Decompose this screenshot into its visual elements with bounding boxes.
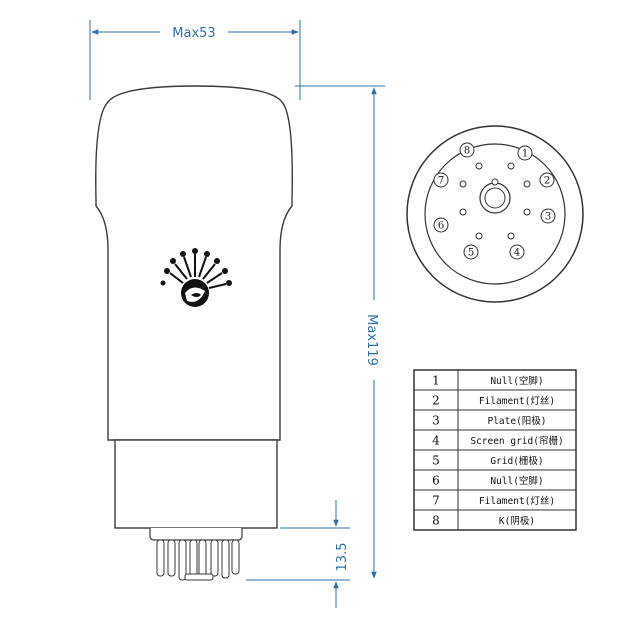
tube-logo [160, 248, 232, 307]
table-pin-description: Null(空脚) [490, 475, 543, 487]
base-pin-label: 3 [540, 208, 556, 224]
base-pin-number: 2 [544, 176, 550, 187]
base-pin-label: 7 [433, 172, 449, 188]
tube-base [114, 439, 278, 541]
table-pin-number: 8 [432, 514, 440, 528]
base-pin-number: 7 [438, 176, 444, 187]
base-pin-label: 8 [459, 142, 475, 158]
height-label: Max119 [364, 314, 379, 366]
base-pin-label: 6 [433, 217, 449, 233]
base-pin-label: 2 [539, 172, 555, 188]
table-pin-number: 3 [432, 414, 440, 428]
base-pin-number: 5 [468, 248, 474, 259]
table-pin-number: 4 [432, 434, 440, 448]
table-pin-description: Filament(灯丝) [479, 495, 555, 507]
table-pin-description: Filament(灯丝) [479, 395, 555, 407]
base-pin-number: 6 [438, 221, 444, 232]
table-pin-number: 6 [432, 474, 440, 488]
width-dimension: Max53 [89, 20, 301, 100]
base-pin-number: 4 [514, 248, 520, 259]
pin-length-dimension: 13.5 [246, 500, 350, 608]
base-pin-label: 5 [463, 244, 479, 260]
table-pin-description: Null(空脚) [490, 375, 543, 387]
height-dimension: Max119 [295, 85, 385, 579]
base-pin-number: 1 [522, 149, 528, 160]
table-pin-description: K(阴极) [499, 515, 535, 527]
table-pin-description: Plate(阳极) [487, 415, 546, 427]
width-label: Max53 [172, 26, 215, 41]
base-pin-label: 1 [517, 145, 533, 161]
pin-length-label: 13.5 [335, 543, 350, 572]
table-pin-number: 2 [432, 394, 440, 408]
table-pin-number: 7 [432, 494, 440, 508]
tube-pins [156, 539, 240, 581]
base-pin-number: 3 [545, 212, 551, 223]
table-pin-description: Screen grid(帘栅) [470, 435, 563, 447]
base-pin-number: 8 [464, 146, 470, 157]
table-pin-number: 5 [432, 454, 440, 468]
table-pin-number: 1 [432, 374, 440, 388]
table-pin-description: Grid(栅极) [490, 455, 543, 467]
base-pin-label: 4 [509, 244, 525, 260]
base-pinout: 1 2 3 4 5 6 7 8 [406, 125, 584, 303]
